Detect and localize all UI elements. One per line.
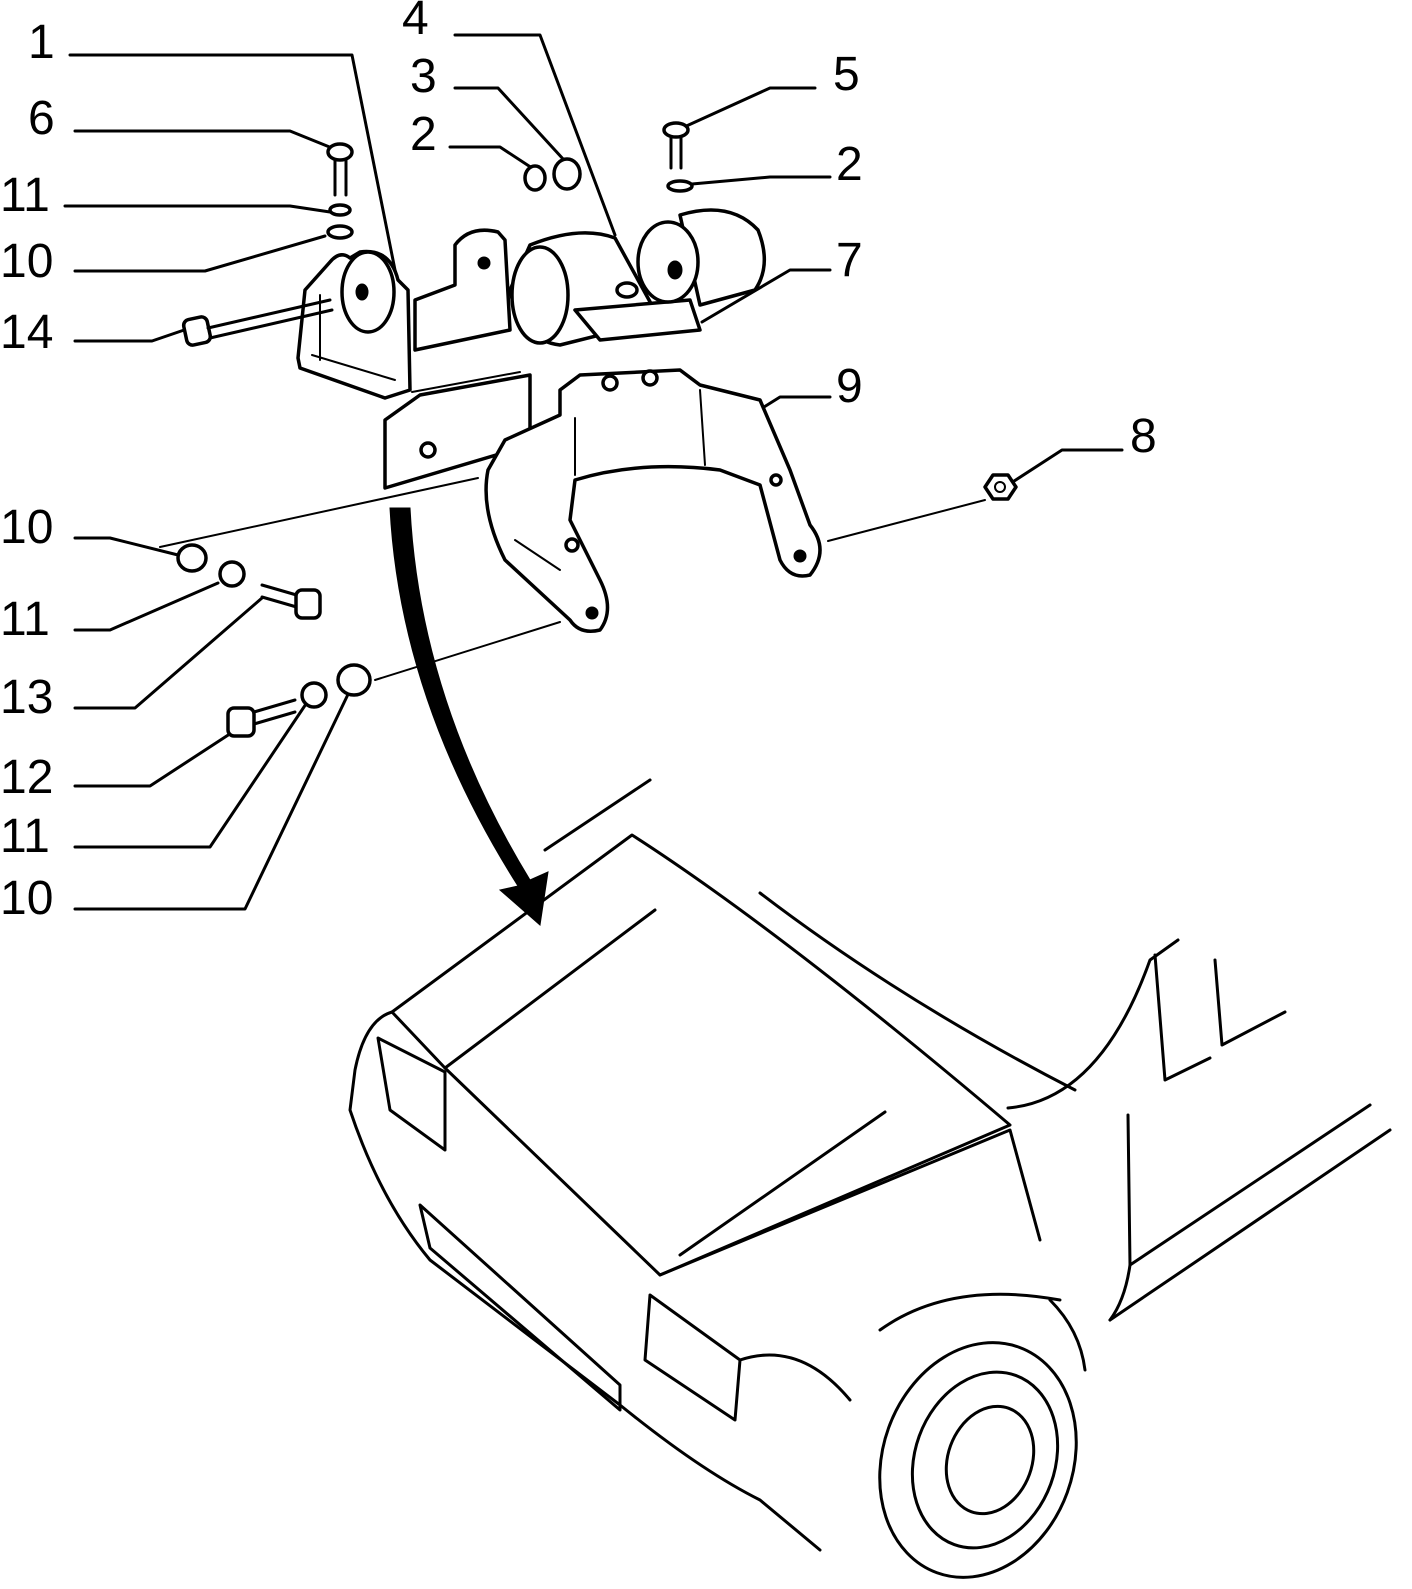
engine-mount-parts xyxy=(176,121,1018,738)
assembly-line-3 xyxy=(827,499,986,542)
callout-10-mid: 10 xyxy=(0,501,53,554)
callout-3: 3 xyxy=(410,50,437,103)
leader-10-top xyxy=(73,234,327,273)
callout-8: 8 xyxy=(1130,410,1157,463)
callout-14: 14 xyxy=(0,306,53,359)
leader-8 xyxy=(1006,448,1124,487)
washer-11-low xyxy=(300,681,328,709)
leader-11-mid xyxy=(73,581,220,632)
bolt-5 xyxy=(662,121,694,193)
assembly-line-2 xyxy=(374,621,561,681)
leader-10-bottom xyxy=(73,684,354,911)
mounting-plate xyxy=(383,228,532,490)
leader-11-top xyxy=(63,204,332,214)
callout-10-bottom: 10 xyxy=(0,872,53,925)
callout-11-top: 11 xyxy=(0,169,50,222)
callout-6: 6 xyxy=(28,92,55,145)
leader-7 xyxy=(700,268,832,324)
leader-lines xyxy=(63,33,1124,911)
callout-11-mid: 11 xyxy=(0,593,50,646)
vehicle-front-illustration xyxy=(348,778,1392,1579)
callout-11-bottom: 11 xyxy=(0,810,50,863)
nut-8 xyxy=(983,473,1018,501)
callout-2-right: 2 xyxy=(836,138,863,191)
callout-9: 9 xyxy=(836,360,863,413)
bolt-6 xyxy=(326,142,354,240)
callout-1: 1 xyxy=(28,16,55,69)
leader-5 xyxy=(680,86,817,130)
callout-5: 5 xyxy=(833,48,860,101)
leader-11-bottom xyxy=(73,696,312,849)
leader-14 xyxy=(73,326,192,343)
washer-2-left xyxy=(523,164,547,192)
callout-labels: 1 6 11 10 14 4 3 2 5 2 7 9 8 10 11 13 12… xyxy=(0,0,1157,925)
washer-10-mid xyxy=(176,543,208,573)
callout-10-top: 10 xyxy=(0,235,53,288)
nut-3 xyxy=(552,157,582,191)
callout-12: 12 xyxy=(0,751,53,804)
leader-13 xyxy=(73,596,264,710)
leader-1 xyxy=(68,53,400,287)
rubber-mount-4 xyxy=(508,231,702,347)
leader-6 xyxy=(73,129,334,150)
leader-12 xyxy=(73,724,244,788)
support-bracket-9 xyxy=(484,368,822,633)
callout-2-left: 2 xyxy=(410,108,437,161)
assembly-line-1 xyxy=(159,477,479,548)
bolt-12 xyxy=(226,698,297,738)
leader-2-left xyxy=(448,145,534,170)
washer-2-right xyxy=(666,179,694,193)
assembly-line-4 xyxy=(411,371,521,393)
callout-4: 4 xyxy=(402,0,429,45)
callout-13: 13 xyxy=(0,671,53,724)
washer-11-mid xyxy=(218,560,246,588)
bolt-14 xyxy=(181,298,334,347)
location-arrow xyxy=(389,507,549,926)
leader-4 xyxy=(453,33,617,237)
washer-10-top xyxy=(326,224,354,240)
washer-10-low xyxy=(336,663,372,697)
leader-3 xyxy=(453,86,566,162)
rubber-mount-7 xyxy=(636,208,767,307)
support-bracket-1 xyxy=(296,249,412,400)
callout-7: 7 xyxy=(836,234,863,287)
bolt-13 xyxy=(260,583,322,620)
washer-11-top xyxy=(328,203,352,217)
leader-2-right xyxy=(690,175,832,186)
leader-10-mid xyxy=(73,536,180,557)
